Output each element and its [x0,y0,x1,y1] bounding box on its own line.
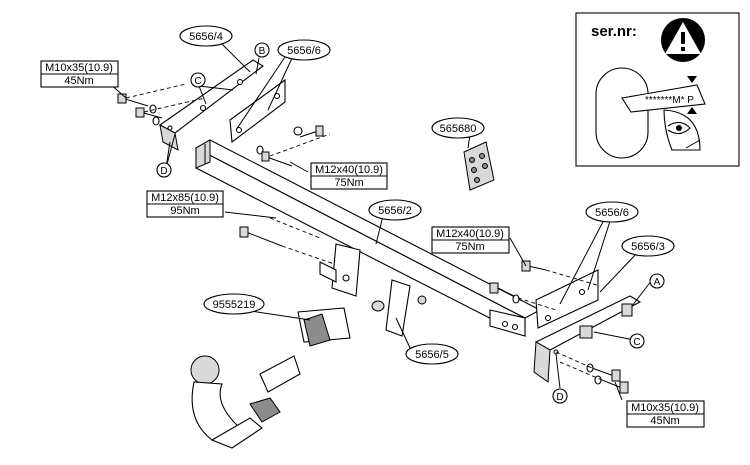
marker-c-left: C [190,72,206,88]
label-bracket-right: 5656/3 [621,235,675,257]
bolt-long-left [239,217,341,267]
spec-right: M12x40(10.9) 75Nm [431,226,510,254]
svg-text:5656/2: 5656/2 [378,205,412,217]
svg-text:5656/3: 5656/3 [631,241,665,253]
spec-top-left: M10x35(10.9) 45Nm [40,60,119,88]
label-plate-right: 5656/6 [585,201,639,223]
svg-text:M12x40(10.9): M12x40(10.9) [436,228,504,240]
label-bracket-left: 5656/4 [179,25,233,47]
svg-text:A: A [654,277,661,288]
svg-text:45Nm: 45Nm [650,415,679,427]
spec-bottom-right: M10x35(10.9) 45Nm [626,400,705,428]
spec-left-long: M12x85(10.9) 95Nm [146,190,224,218]
svg-text:9555219: 9555219 [213,299,256,311]
serial-title: ser.nr: [591,23,637,40]
marker-c-right: C [629,333,645,349]
serial-info-box: ser.nr: *******M* P [575,12,740,167]
svg-text:M12x40(10.9): M12x40(10.9) [315,164,383,176]
label-socket-holder: 5656/5 [405,343,459,365]
marker-d-left: D [156,162,172,178]
spec-middle: M12x40(10.9) 75Nm [310,162,388,190]
bolts-middle [256,125,331,167]
label-kit: 565680 [431,117,485,139]
plate-text: *******M* P [645,95,694,106]
label-crossbar: 5656/2 [368,199,422,221]
svg-text:D: D [160,166,167,177]
bracket-left [158,59,264,151]
leader-lines [107,41,653,401]
plate-left [229,78,286,144]
svg-text:5656/6: 5656/6 [595,207,629,219]
bolts-bottom-right [555,351,629,394]
svg-text:45Nm: 45Nm [64,75,93,87]
socket-holder [319,243,427,337]
svg-text:5656/4: 5656/4 [189,31,223,43]
warning-icon [661,18,705,62]
svg-text:5656/6: 5656/6 [287,45,321,57]
svg-text:75Nm: 75Nm [455,241,484,253]
plate-right [535,269,599,329]
svg-text:75Nm: 75Nm [334,177,363,189]
bolts-top-left [117,83,206,126]
svg-text:5656/5: 5656/5 [415,349,449,361]
crossbar [194,139,542,337]
towball [190,307,351,449]
marker-b: B [254,42,270,58]
bracket-right [533,295,642,383]
svg-text:D: D [556,392,563,403]
label-towball: 9555219 [203,293,265,315]
svg-text:95Nm: 95Nm [170,205,199,217]
label-plate-left: 5656/6 [277,39,331,61]
marker-d-right: D [552,388,568,404]
kit-block [463,141,495,191]
svg-text:C: C [194,76,201,87]
svg-text:M10x35(10.9): M10x35(10.9) [631,402,699,414]
svg-text:C: C [633,337,640,348]
svg-text:M10x35(10.9): M10x35(10.9) [45,62,113,74]
eye-icon [663,109,701,151]
svg-text:B: B [259,46,266,57]
svg-text:M12x85(10.9): M12x85(10.9) [151,192,219,204]
svg-text:565680: 565680 [440,123,477,135]
marker-a: A [649,273,665,289]
